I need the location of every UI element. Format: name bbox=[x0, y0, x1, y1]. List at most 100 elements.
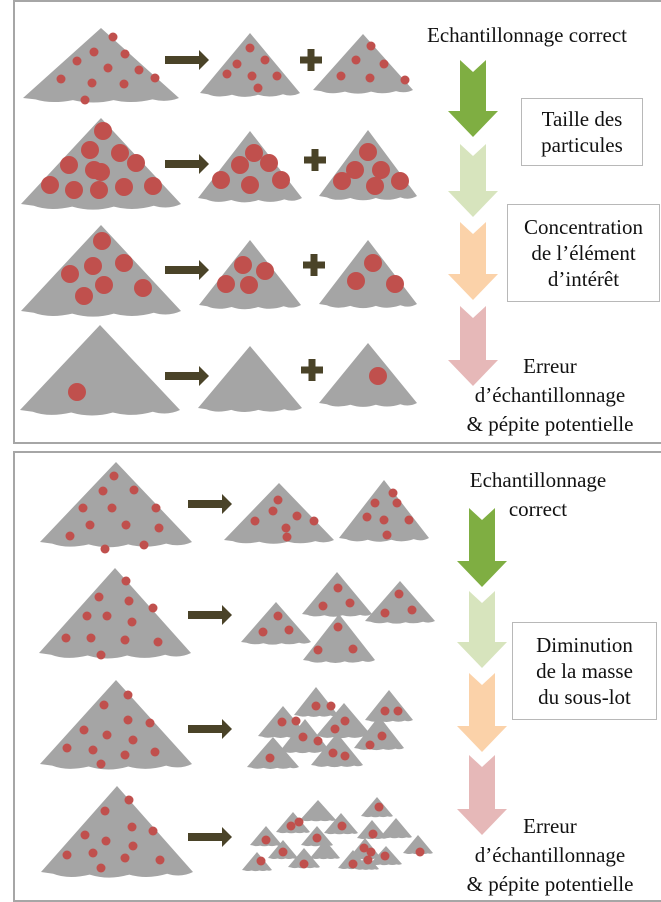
particle-small bbox=[101, 836, 111, 846]
particle-small bbox=[107, 503, 117, 513]
particle-small bbox=[407, 605, 417, 615]
particle-large bbox=[245, 144, 263, 162]
particle-small bbox=[273, 495, 283, 505]
particle-large bbox=[366, 177, 384, 195]
particle-large bbox=[94, 122, 112, 140]
particle-small bbox=[109, 471, 119, 481]
particle-small bbox=[273, 611, 283, 621]
particle-small bbox=[294, 817, 304, 827]
particle-small bbox=[151, 503, 161, 513]
particle-small bbox=[123, 690, 133, 700]
down-arrow-orange-icon bbox=[457, 673, 507, 752]
particle-small bbox=[351, 55, 361, 65]
particle-small bbox=[79, 725, 89, 735]
particle-large bbox=[144, 177, 162, 195]
pile-row1-sub-a bbox=[200, 33, 300, 97]
plus-row1-icon bbox=[307, 49, 315, 71]
particle-small bbox=[85, 520, 95, 530]
down-arrow-orange-icon bbox=[448, 222, 498, 300]
pile-row4-sub-b bbox=[319, 343, 417, 407]
pile-b-row4-tiny-8 bbox=[380, 818, 412, 839]
particle-small bbox=[100, 544, 110, 554]
particle-small bbox=[102, 611, 112, 621]
down-arrow-light-green-icon bbox=[448, 144, 498, 217]
particle-small bbox=[318, 601, 328, 611]
arrow-b-row3-icon bbox=[188, 719, 232, 739]
pile-b-row3-h bbox=[311, 733, 363, 768]
particle-large bbox=[93, 232, 111, 250]
particle-large bbox=[127, 154, 145, 172]
particle-small bbox=[380, 706, 390, 716]
particle-small bbox=[120, 750, 130, 760]
particle-small bbox=[120, 635, 130, 645]
particle-small bbox=[89, 47, 99, 57]
particle-small bbox=[393, 706, 403, 716]
top-label-concentration: Concentration de l’élément d’intérêt bbox=[507, 204, 660, 302]
particle-large bbox=[386, 275, 404, 293]
particle-large bbox=[272, 171, 290, 189]
particle-small bbox=[232, 59, 242, 69]
arrow-b-row4-icon bbox=[188, 827, 232, 847]
down-arrow-light-green-icon bbox=[457, 591, 507, 668]
pile-b-row2-c bbox=[241, 602, 311, 645]
particle-small bbox=[222, 69, 232, 79]
particle-large bbox=[81, 141, 99, 159]
particle-small bbox=[374, 802, 384, 812]
particle-small bbox=[299, 859, 309, 869]
particle-large bbox=[75, 287, 93, 305]
bottom-footer: Erreur d’échantillonnage & pépite potent… bbox=[466, 814, 634, 896]
particle-small bbox=[345, 598, 355, 608]
particle-small bbox=[382, 530, 392, 540]
particle-small bbox=[340, 751, 350, 761]
particle-small bbox=[365, 740, 375, 750]
particle-small bbox=[150, 73, 160, 83]
particle-small bbox=[312, 833, 322, 843]
particle-small bbox=[245, 43, 255, 53]
pile-b-row1-sub-b bbox=[339, 480, 429, 542]
pile-row1-sub-b bbox=[313, 34, 413, 94]
particle-small bbox=[62, 850, 72, 860]
particle-small bbox=[108, 32, 118, 42]
particle-large bbox=[260, 154, 278, 172]
particle-small bbox=[392, 498, 402, 508]
particle-small bbox=[96, 650, 106, 660]
pile-b-row2-a bbox=[302, 572, 372, 617]
particle-small bbox=[148, 826, 158, 836]
particle-large bbox=[347, 272, 365, 290]
particle-small bbox=[282, 532, 292, 542]
particle-small bbox=[333, 583, 343, 593]
pile-b-row3-source bbox=[40, 680, 192, 770]
particle-small bbox=[148, 603, 158, 613]
particle-large bbox=[85, 161, 103, 179]
particle-large bbox=[84, 257, 102, 275]
pile-row3-sub-b bbox=[319, 240, 417, 309]
particle-small bbox=[103, 63, 113, 73]
particle-small bbox=[340, 716, 350, 726]
top-header: Echantillonnage correct bbox=[427, 23, 627, 47]
pile-b-row1-source bbox=[40, 462, 192, 548]
particle-small bbox=[127, 822, 137, 832]
particle-small bbox=[65, 531, 75, 541]
particle-large bbox=[212, 171, 230, 189]
particle-small bbox=[277, 717, 287, 727]
particle-large bbox=[90, 181, 108, 199]
pile-b-row1-sub-a bbox=[224, 483, 334, 544]
particle-small bbox=[145, 718, 155, 728]
arrow-b-row1-icon bbox=[188, 494, 232, 514]
particle-small bbox=[328, 748, 338, 758]
particle-small bbox=[124, 596, 134, 606]
particle-small bbox=[272, 71, 282, 81]
particle-small bbox=[100, 806, 110, 816]
particle-small bbox=[154, 523, 164, 533]
particle-small bbox=[124, 795, 134, 805]
particle-small bbox=[61, 633, 71, 643]
particle-small bbox=[253, 83, 263, 93]
particle-small bbox=[394, 589, 404, 599]
particle-large bbox=[234, 256, 252, 274]
particle-small bbox=[268, 506, 278, 516]
particle-small bbox=[127, 617, 137, 627]
particle-small bbox=[258, 627, 268, 637]
pile-b-row4-tiny-12 bbox=[403, 835, 433, 855]
particle-nugget bbox=[68, 383, 86, 401]
